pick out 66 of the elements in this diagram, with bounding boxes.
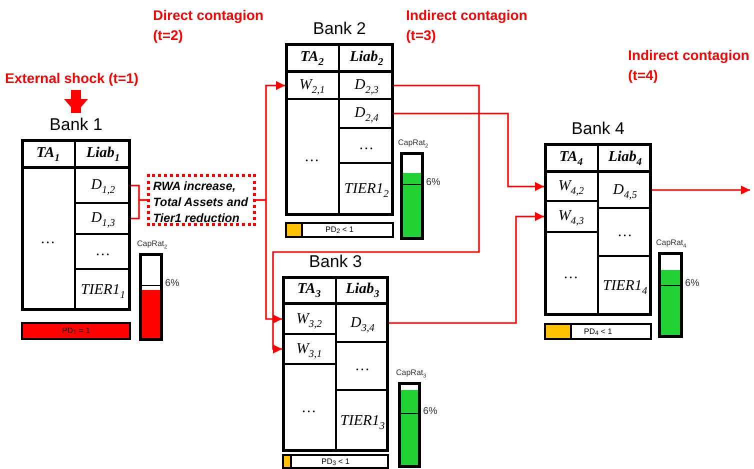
- bank-title: Bank 4: [570, 119, 626, 139]
- transmission-note: RWA increase, Total Assets and Tier1 reduction: [147, 174, 256, 226]
- bank-balance-sheet: [21, 115, 131, 311]
- bank-balance-sheet: [285, 19, 394, 216]
- balance-sheet-item: D$_{1,3}$: [75, 203, 131, 234]
- gauge-label: CapRat$_{2}$: [398, 138, 428, 147]
- balance-sheet-item: …: [285, 99, 339, 216]
- contagion-arrow: [394, 112, 544, 191]
- balance-sheet-item: …: [544, 232, 598, 316]
- balance-sheet-item: D$_{2,4}$: [339, 99, 394, 128]
- threshold-label: 6%: [426, 177, 440, 188]
- shock-label: External shock (t=1): [5, 68, 145, 90]
- stage-label: Indirect contagion (t=3): [406, 6, 528, 45]
- balance-sheet-item: W$_{3,1}$: [282, 334, 336, 364]
- balance-sheet-item: W$_{2,1}$: [285, 72, 339, 99]
- default-probability-bar: [544, 323, 652, 340]
- column-header: TA$_{4}$: [544, 143, 598, 172]
- balance-sheet-item: TIER1$_{3}$: [336, 390, 389, 452]
- default-probability-bar: [282, 454, 389, 469]
- balance-sheet-item: D$_{3,4}$: [336, 304, 389, 342]
- threshold-label: 6%: [165, 278, 180, 289]
- balance-sheet-item: …: [336, 342, 389, 390]
- bank-title: Bank 3: [308, 252, 363, 272]
- balance-sheet-item: …: [339, 128, 394, 163]
- balance-sheet-item: TIER1$_{4}$: [598, 256, 652, 316]
- balance-sheet-item: …: [21, 168, 75, 311]
- contagion-arrow: [256, 199, 282, 324]
- shock-arrow: [64, 90, 88, 113]
- balance-sheet-item: …: [75, 234, 131, 269]
- balance-sheet-item: D$_{2,3}$: [339, 72, 394, 99]
- bank-title: Bank 2: [312, 19, 367, 39]
- balance-sheet-item: W$_{3,2}$: [282, 304, 336, 334]
- column-header: TA$_{2}$: [285, 43, 339, 72]
- balance-sheet-item: D$_{4,5}$: [598, 172, 652, 208]
- probability-label: PD$_{2}$ < 1: [325, 226, 354, 234]
- gauge-label: CapRat$_{4}$: [656, 238, 686, 247]
- column-header: Liab$_{2}$: [339, 43, 394, 72]
- balance-sheet-item: TIER1$_{2}$: [339, 163, 394, 216]
- balance-sheet-item: W$_{4,3}$: [544, 201, 598, 232]
- balance-sheet-item: W$_{4,2}$: [544, 172, 598, 201]
- balance-sheet-item: D$_{1,2}$: [75, 168, 131, 203]
- probability-label: PD$_{1}$ = 1: [62, 327, 90, 335]
- column-header: Liab$_{3}$: [336, 276, 389, 304]
- balance-sheet-item: …: [282, 364, 336, 452]
- bank-title: Bank 1: [48, 115, 104, 135]
- threshold-label: 6%: [685, 278, 700, 289]
- default-probability-bar: [285, 222, 394, 238]
- column-header: Liab$_{1}$: [75, 139, 131, 168]
- probability-label: PD$_{4}$ < 1: [584, 328, 612, 336]
- probability-label: PD$_{3}$ < 1: [321, 458, 350, 466]
- contagion-arrow: [272, 84, 480, 354]
- bank-balance-sheet: [544, 119, 652, 316]
- contagion-arrow: [652, 186, 750, 194]
- balance-sheet-item: TIER1$_{1}$: [75, 269, 131, 311]
- gauge-label: CapRat$_{3}$: [396, 368, 426, 377]
- balance-sheet-item: …: [598, 208, 652, 256]
- column-header: TA$_{1}$: [21, 139, 75, 168]
- connector-line: [131, 199, 147, 220]
- bank-balance-sheet: [282, 252, 389, 452]
- gauge-label: CapRat$_{2}$: [137, 239, 168, 248]
- column-header: TA$_{3}$: [282, 276, 336, 304]
- stage-label: Direct contagion (t=2): [153, 6, 264, 45]
- stage-label: Indirect contagion (t=4): [628, 46, 750, 85]
- column-header: Liab$_{4}$: [598, 143, 652, 172]
- threshold-label: 6%: [423, 406, 438, 417]
- contagion-arrow: [389, 212, 544, 324]
